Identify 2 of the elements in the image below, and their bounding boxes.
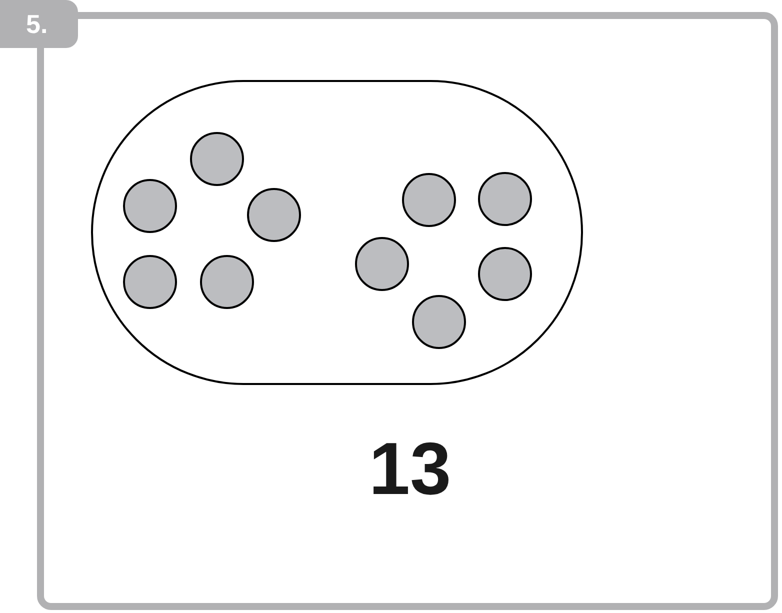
number-badge: 5.	[0, 0, 78, 48]
count-number: 13	[368, 432, 452, 506]
